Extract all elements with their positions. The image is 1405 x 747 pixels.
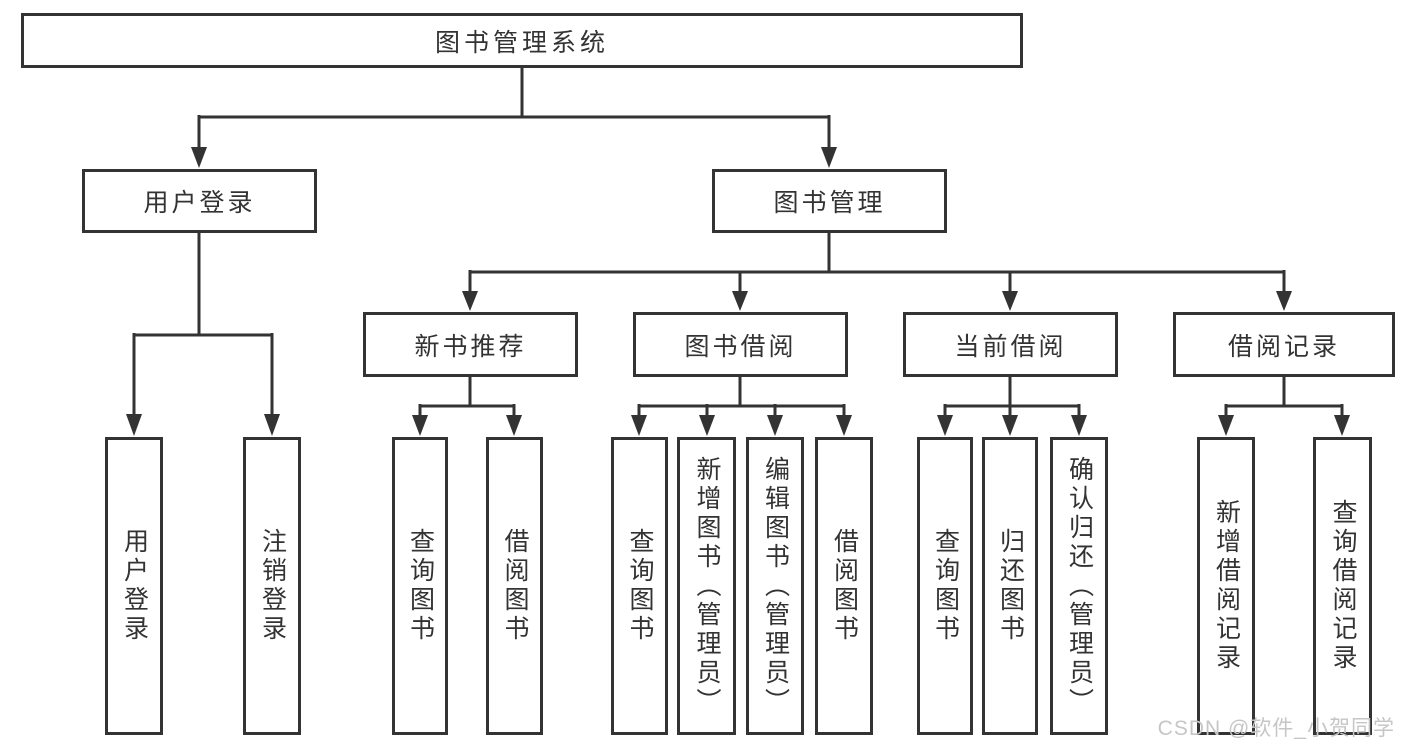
node-label: 查询图书 [626, 528, 654, 644]
node-new-book-recommend: 新书推荐 [363, 312, 578, 377]
node-borrowing-records: 借阅记录 [1173, 312, 1395, 377]
node-label: 用户登录 [120, 528, 149, 644]
node-label: 查询图书 [406, 528, 435, 644]
node-user-login: 用户登录 [82, 169, 317, 233]
node-label: 查询图书 [931, 528, 960, 644]
csdn-watermark: CSDN @软件_小贺同学 [1157, 717, 1395, 740]
node-label: 确认归还（管理员） [1065, 455, 1094, 717]
node-login: 用户登录 [105, 437, 163, 735]
node-borrow-query-books: 查询图书 [611, 437, 668, 735]
node-recommend-query-books: 查询图书 [392, 437, 448, 735]
node-book-borrowing: 图书借阅 [633, 312, 848, 377]
node-label: 新增图书（管理员） [693, 455, 721, 717]
node-label: 新增借阅记录 [1212, 499, 1241, 673]
node-label: 注销登录 [258, 528, 287, 644]
node-records-query-record: 查询借阅记录 [1313, 437, 1372, 735]
node-label: 查询借阅记录 [1329, 499, 1357, 673]
node-borrow-borrow-books: 借阅图书 [815, 437, 873, 735]
node-label: 借阅图书 [501, 528, 529, 644]
node-current-confirm-return-admin: 确认归还（管理员） [1050, 437, 1108, 735]
node-label: 用户登录 [143, 189, 256, 217]
node-label: 当前借阅 [954, 332, 1067, 361]
node-label: 新书推荐 [414, 332, 527, 361]
node-label: 编辑图书（管理员） [761, 455, 790, 717]
node-recommend-borrow-books: 借阅图书 [486, 437, 543, 735]
node-borrow-edit-books-admin: 编辑图书（管理员） [746, 437, 804, 735]
node-logout: 注销登录 [243, 437, 301, 735]
node-label: 图书借阅 [684, 332, 797, 361]
node-current-query-books: 查询图书 [917, 437, 973, 735]
node-root: 图书管理系统 [21, 13, 1023, 68]
node-current-return-books: 归还图书 [982, 437, 1038, 735]
node-label: 归还图书 [996, 528, 1025, 644]
node-label: 借阅记录 [1227, 332, 1340, 361]
node-label: 图书管理系统 [434, 28, 609, 57]
node-records-add-record: 新增借阅记录 [1197, 437, 1255, 735]
node-current-borrowing: 当前借阅 [903, 312, 1118, 377]
node-borrow-add-books-admin: 新增图书（管理员） [677, 437, 736, 735]
node-book-management: 图书管理 [712, 169, 947, 233]
node-label: 图书管理 [773, 189, 886, 217]
node-label: 借阅图书 [830, 528, 859, 644]
